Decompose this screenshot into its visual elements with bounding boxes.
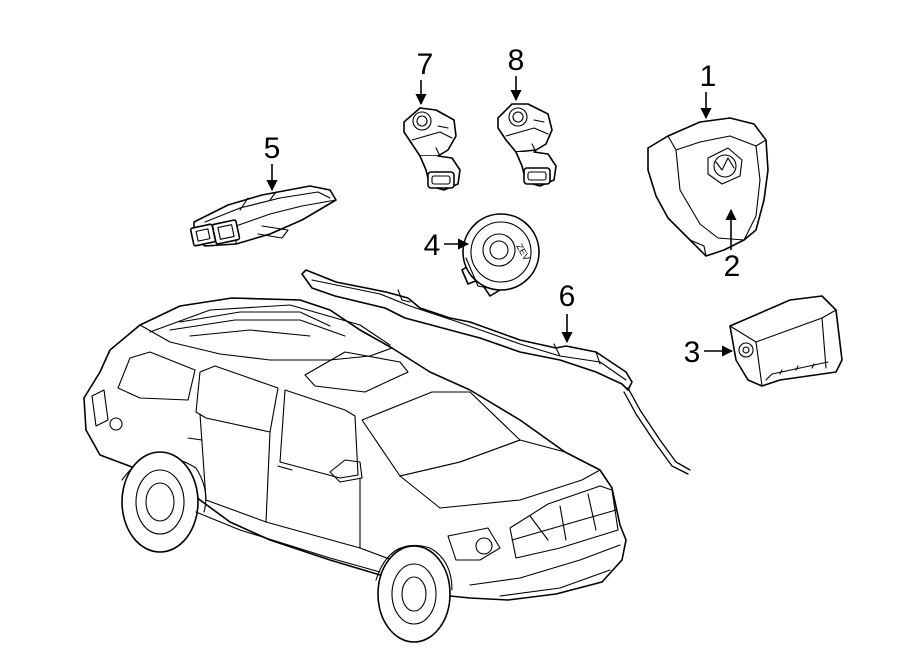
callout-5: 5	[264, 132, 281, 165]
curtain-airbag	[301, 269, 691, 475]
vehicle-illustration	[83, 297, 627, 643]
callout-8: 8	[508, 44, 525, 77]
control-module	[189, 185, 337, 247]
impact-sensor-7	[403, 107, 461, 191]
callout-6: 6	[559, 280, 576, 313]
driver-airbag	[647, 117, 769, 257]
callout-3: 3	[684, 336, 701, 369]
clockspring: ZEV	[461, 213, 540, 297]
callout-7: 7	[417, 48, 434, 81]
callout-4: 4	[424, 229, 441, 262]
callout-1: 1	[700, 60, 717, 93]
passenger-airbag	[729, 295, 843, 387]
callout-2: 2	[724, 250, 741, 283]
impact-sensor-8	[497, 103, 557, 187]
